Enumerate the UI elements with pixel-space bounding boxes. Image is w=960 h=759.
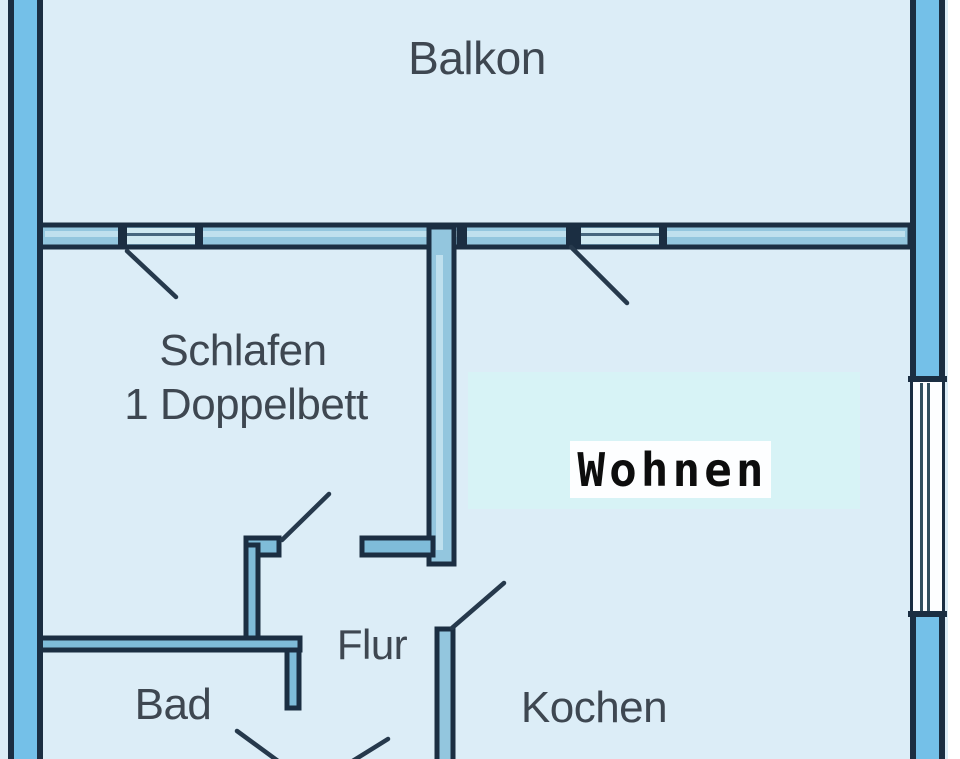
schlafen-room-door-swing (279, 491, 332, 543)
window-glazing-line (920, 383, 923, 611)
window-top-cap (908, 376, 947, 382)
room-label-schlafen: Schlafen (159, 326, 327, 375)
window-bottom-cap (908, 611, 947, 617)
bad-flur-wall (284, 647, 302, 711)
room-label-flur: Flur (336, 621, 408, 668)
schlafen-bad-wall (37, 635, 303, 653)
door-frame-tick (566, 223, 581, 249)
schlafen-balcony-door-swing (124, 248, 179, 300)
door-frame-tick (195, 223, 203, 249)
schlafen-balcony-door-frame-line (127, 233, 195, 236)
right-page-margin (948, 0, 960, 759)
room-label-balkon: Balkon (408, 32, 546, 84)
balcony-wall-highlight (45, 231, 905, 237)
room-label-bad: Bad (134, 680, 212, 729)
door-frame-tick (118, 223, 127, 249)
divider-wall-highlight (436, 255, 443, 550)
room-sublabel-doppelbett: 1 Doppelbett (124, 380, 368, 429)
left-exterior-wall (8, 0, 43, 759)
flur-stub-wall-right (359, 535, 436, 558)
door-frame-tick (659, 223, 667, 249)
room-label-box-wohnen: Wohnen (570, 441, 771, 498)
room-label-wohnen: Wohnen (577, 442, 768, 497)
schlafen-flur-wall (243, 542, 261, 643)
room-label-kochen: Kochen (520, 683, 668, 732)
wohnen-balcony-door-frame-line (581, 233, 660, 236)
flur-kochen-wall (434, 626, 456, 759)
entrance-door-swing (351, 736, 391, 759)
bad-door-swing (234, 728, 280, 759)
wall-joint-tick (457, 223, 467, 249)
wohnen-balcony-door-swing (568, 244, 630, 306)
window-glazing-line (927, 383, 930, 611)
kochen-door-swing (449, 580, 507, 631)
